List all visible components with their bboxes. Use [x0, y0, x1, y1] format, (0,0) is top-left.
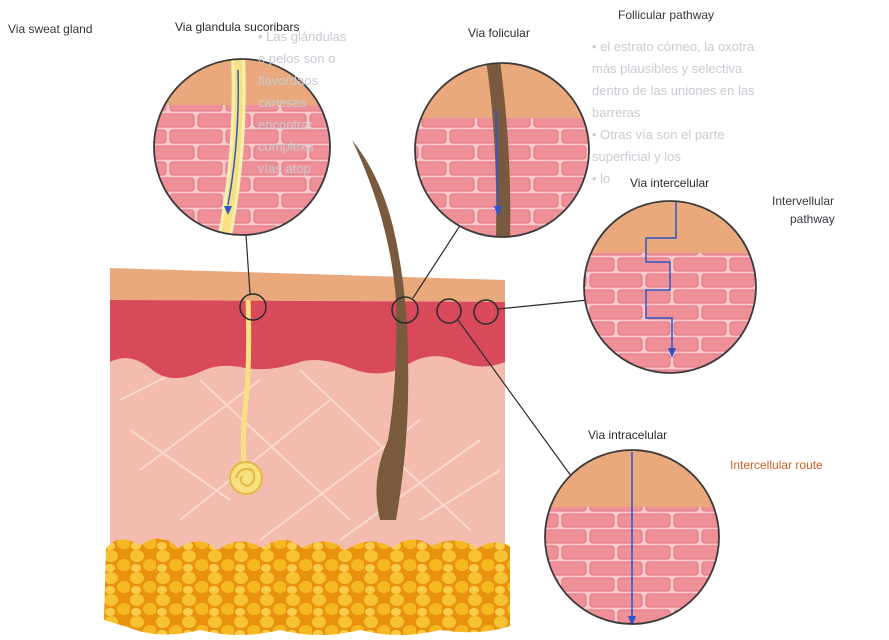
bg-line: • Otras vía son el parte — [592, 124, 755, 146]
bg-line: carieses — [258, 92, 346, 114]
background-text-block-b: • el estrato córneo, la oxotra más plaus… — [592, 36, 755, 190]
bg-line: encontrar — [258, 114, 346, 136]
zoom-circle-intercellular — [580, 195, 760, 380]
background-text-block-a: • Las glándulas e pelos son o flavordaos… — [258, 26, 346, 180]
zoom-circle-follicle — [410, 60, 600, 250]
fat-layer — [104, 538, 510, 635]
bg-line: vías atop — [258, 158, 346, 180]
label-intracellular-route: Intercellular route — [730, 458, 823, 472]
label-follicular-pathway: Follicular pathway — [618, 8, 714, 22]
bg-line: flavordaos — [258, 70, 346, 92]
bg-line: e pelos son o — [258, 48, 346, 70]
bg-line: superficial y los — [592, 146, 755, 168]
label-intercellular-pathway-line1: Intervellular — [772, 194, 834, 208]
label-intercellular-pathway-line2: pathway — [790, 212, 835, 226]
bg-line: complexa — [258, 136, 346, 158]
label-via-intercelular: Via intercelular — [630, 176, 709, 190]
label-via-intracelular: Via intracelular — [588, 428, 667, 442]
bg-line: dentro de las uniones en las — [592, 80, 755, 102]
bg-line: más plausibles y selectiva — [592, 58, 755, 80]
label-via-foliculo: Via folicular — [468, 26, 530, 40]
zoom-circle-intracellular — [540, 445, 730, 635]
stratum-corneum — [110, 268, 505, 302]
label-via-sweat-gland: Via sweat gland — [8, 22, 93, 36]
bg-line: barreras — [592, 102, 755, 124]
label-via-glandula: Via glandula sucoribars — [175, 20, 300, 34]
bg-line: • el estrato córneo, la oxotra — [592, 36, 755, 58]
